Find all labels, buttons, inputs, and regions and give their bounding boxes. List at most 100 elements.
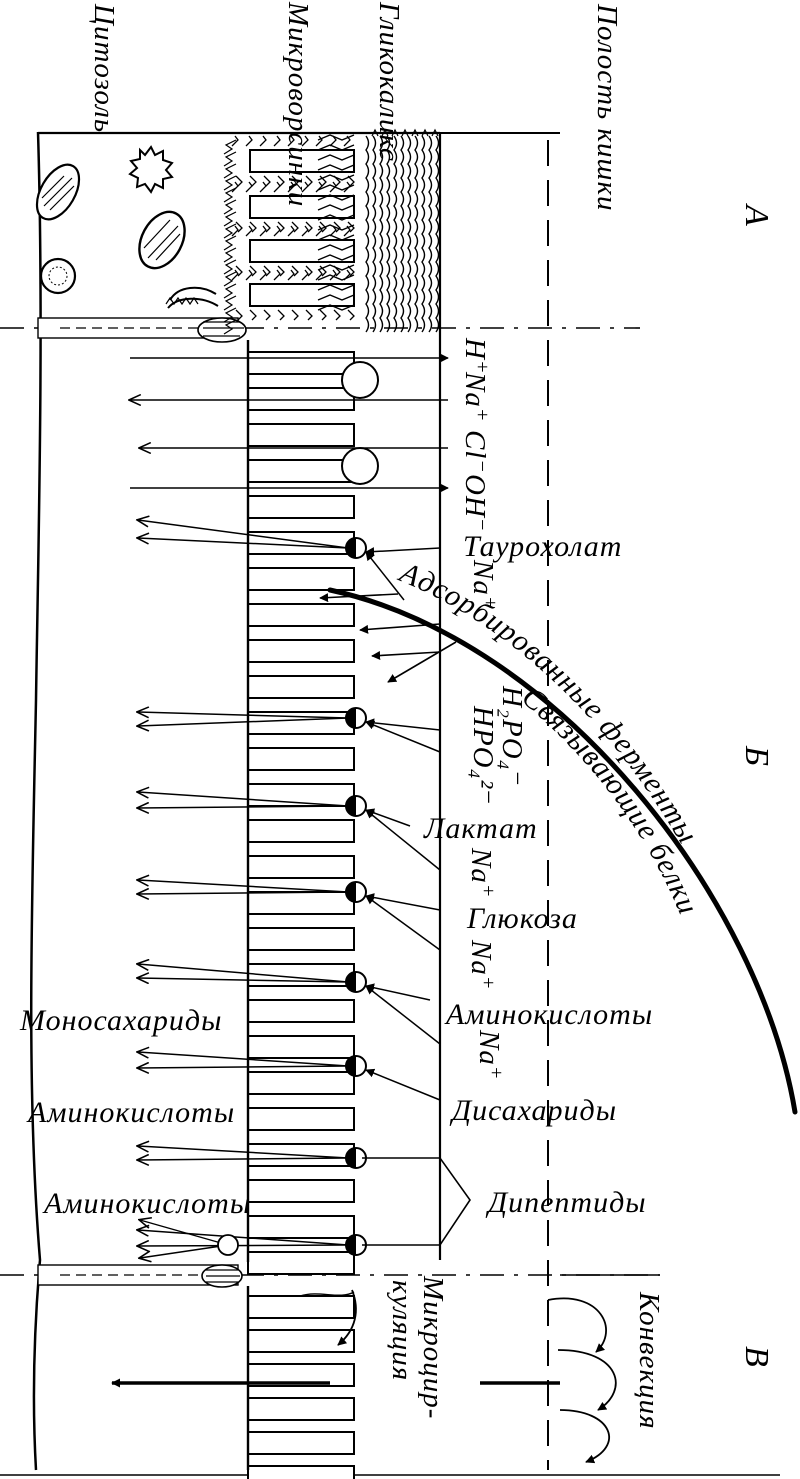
- microvillus: [247, 999, 355, 1023]
- label-glycocalyx: Гликокаликс: [373, 1, 405, 162]
- microvillus: [247, 1251, 355, 1275]
- microvillus: [247, 1465, 355, 1479]
- structure: [0, 131, 780, 1476]
- microvillus: [247, 1397, 355, 1421]
- microvillus: [247, 459, 355, 483]
- na-cotransport-2: Na+: [465, 847, 499, 898]
- microvillus: [247, 747, 355, 771]
- transport-arrow: [138, 806, 349, 808]
- label-taurocholate: Таурохолат: [463, 530, 622, 563]
- transport-arrow: [138, 1146, 349, 1159]
- transport-arrow: [138, 1158, 349, 1160]
- vertical-labels: Полость кишки Гликокаликс Микроворсинки …: [88, 1, 775, 1430]
- label-glucose: Глюкоза: [466, 902, 578, 935]
- substrate-arrow: [365, 551, 405, 601]
- golgi-body: [167, 286, 219, 309]
- microvillus: [247, 1179, 355, 1203]
- microvillus: [247, 1329, 355, 1353]
- substrate-arrow: [365, 720, 441, 753]
- organelles: [35, 145, 219, 309]
- section-label-a: А: [738, 203, 775, 226]
- microvillus: [247, 1035, 355, 1059]
- transport-arrow: [138, 520, 349, 549]
- label-aminoacids-cell-1: Аминокислоты: [26, 1096, 235, 1129]
- microvillus: [247, 675, 355, 699]
- label-microcirculation-1: Микроцир-: [417, 1275, 449, 1419]
- substrate-arrow: [365, 983, 431, 1001]
- microvillus: [249, 195, 355, 219]
- microvillus: [247, 387, 355, 411]
- ion-exchanger-cl-oh: [341, 447, 379, 485]
- transport-arrow: [138, 1052, 349, 1067]
- section-label-c: В: [738, 1346, 775, 1367]
- label-dipeptides: Дипептиды: [485, 1186, 647, 1219]
- ion-transport: [130, 353, 449, 493]
- glycocalyx-filaments: [365, 128, 440, 333]
- na-cotransport-3: Na+: [465, 939, 499, 990]
- transport-arrow: [138, 1230, 349, 1246]
- microvilli-section-a: [223, 134, 355, 335]
- substrate-arrow: [365, 809, 441, 871]
- label-lumen: Полость кишки: [591, 3, 623, 212]
- substrate-arrow: [365, 895, 441, 951]
- substrate-arrow: [365, 1068, 441, 1101]
- transport-arrow: [138, 892, 349, 894]
- enzyme-arc: [327, 587, 798, 1115]
- microvillus: [247, 423, 355, 447]
- label-aminoacids-cell-2: Аминокислоты: [42, 1187, 251, 1220]
- label-disaccharides: Дисахариды: [449, 1094, 617, 1127]
- horizontal-labels: Таурохолат Лактат Глюкоза Аминокислоты Д…: [19, 530, 653, 1220]
- substrate-arrow: [365, 808, 411, 827]
- microvillus: [247, 1071, 355, 1095]
- carrier-transport: [138, 520, 441, 1256]
- ion-na: Na+: [459, 371, 493, 422]
- phosphate-hpo4: HPO₄²⁻: [467, 705, 499, 806]
- mitochondrion: [138, 210, 186, 270]
- phosphate-h2po4: H₂PO₄⁻: [496, 685, 528, 787]
- microvillus: [247, 531, 355, 555]
- section-a-drawing: [35, 128, 440, 335]
- microvillus: [249, 283, 355, 307]
- label-lactate: Лактат: [423, 812, 538, 845]
- label-microcirculation-2: куляция: [386, 1280, 418, 1381]
- transport-arrow: [138, 880, 349, 893]
- label-aminoacids-lumen: Аминокислоты: [444, 998, 653, 1031]
- substrate-arrow: [365, 985, 441, 1045]
- na-cotransport-4: Na+: [473, 1029, 507, 1080]
- microvilli-section-c: [246, 1286, 355, 1479]
- transport-arrow: [138, 964, 349, 983]
- transport-arrow: [138, 538, 349, 549]
- microvillus: [247, 639, 355, 663]
- microvillus: [247, 927, 355, 951]
- transport-arrow: [138, 1066, 349, 1068]
- transport-arrow: [138, 1245, 349, 1246]
- microvillus: [247, 1295, 355, 1319]
- microvillus: [247, 855, 355, 879]
- transport-arrow: [138, 792, 349, 807]
- microvillus: [247, 351, 355, 375]
- substrate-arrow: [365, 547, 441, 557]
- vesicle: [39, 257, 77, 295]
- microvillus: [247, 1431, 355, 1455]
- substrate-arrow: [365, 718, 441, 731]
- microvilli-section-b: [246, 340, 355, 1275]
- ion-oh: OH−: [459, 474, 493, 532]
- microvillus: [247, 891, 355, 915]
- microvillus: [247, 567, 355, 591]
- transport-arrow: [138, 978, 349, 982]
- convection-flows: [111, 1289, 617, 1464]
- microvillus: [247, 495, 355, 519]
- label-microvilli: Микроворсинки: [282, 1, 314, 207]
- na-cotransport-1: Na+: [467, 559, 501, 610]
- ion-cl: Cl−: [459, 430, 493, 474]
- microvillus: [247, 1107, 355, 1131]
- transport-arrow: [138, 712, 349, 719]
- cell-basal-edge: [29, 131, 42, 1471]
- dipeptide-bracket: [140, 1157, 471, 1258]
- label-convection: Конвекция: [633, 1291, 665, 1430]
- microvillus: [247, 1215, 355, 1239]
- ion-exchanger-h-na: [341, 361, 379, 399]
- amino-acid-exit: [140, 1220, 229, 1246]
- ion-h: H+: [459, 337, 493, 374]
